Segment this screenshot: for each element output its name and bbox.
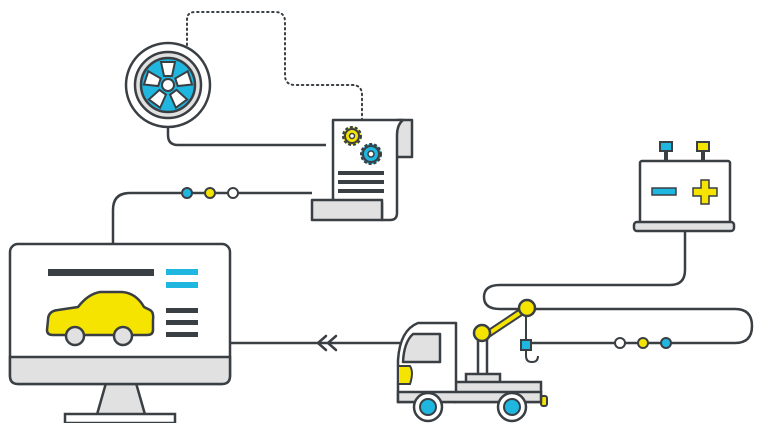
blue-gear-icon xyxy=(360,143,382,165)
monitor-connector xyxy=(111,191,312,244)
car-icon xyxy=(45,290,155,347)
double-chevron-left-icon xyxy=(316,334,338,352)
car-battery-icon xyxy=(482,141,754,345)
connector-dot-yellow xyxy=(637,337,649,349)
connector-dot-yellow xyxy=(204,187,216,199)
connector-dot-white xyxy=(227,187,239,199)
dotted-connector xyxy=(186,11,363,121)
connector-dot-white xyxy=(614,337,626,349)
tow-truck-icon xyxy=(396,298,548,423)
connector-dot-blue xyxy=(181,187,193,199)
minus-sign xyxy=(651,187,677,196)
wheel-icon xyxy=(124,41,326,147)
yellow-gear-icon xyxy=(342,126,362,146)
diagnostic-monitor-icon xyxy=(8,242,232,423)
plus-sign xyxy=(692,179,718,205)
connector-dot-blue xyxy=(660,337,672,349)
settings-document-icon xyxy=(310,118,414,222)
